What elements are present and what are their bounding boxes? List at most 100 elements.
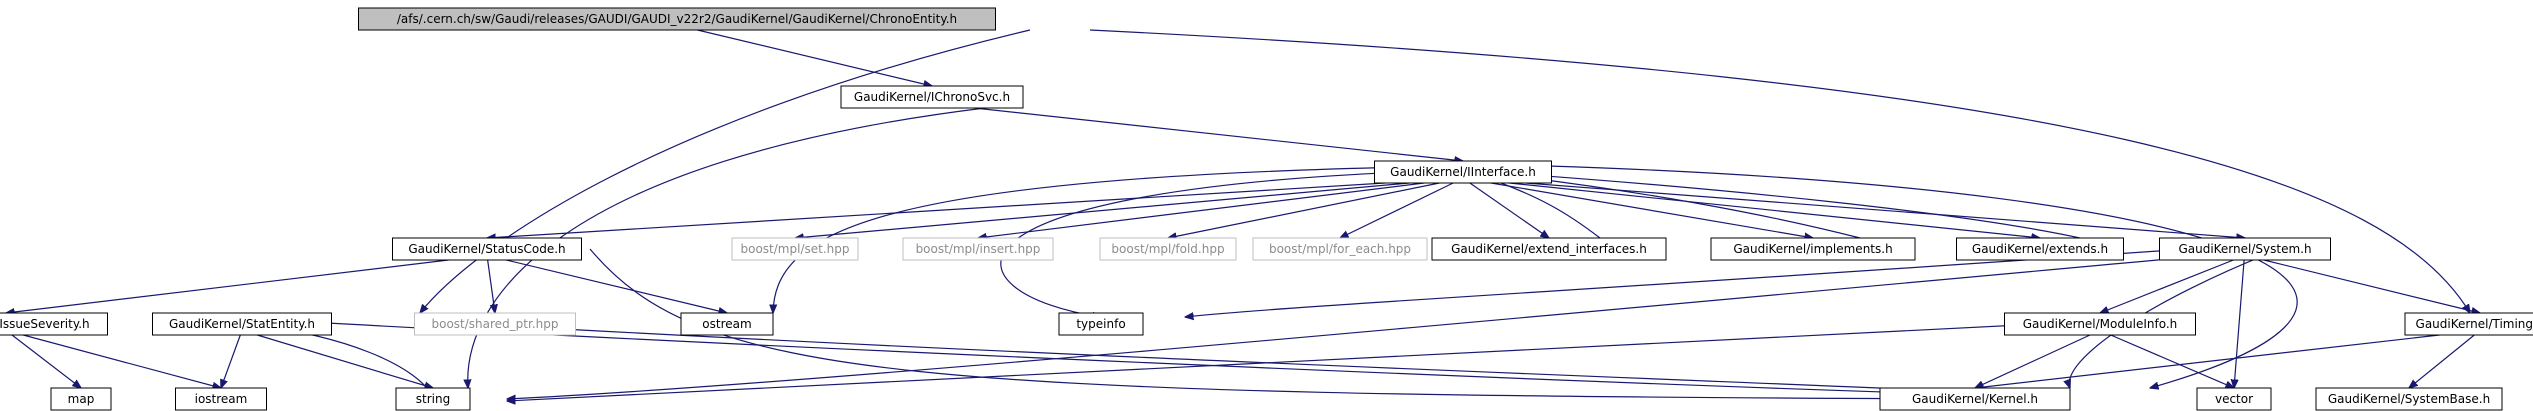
edge-n2-to-n7 bbox=[1340, 182, 1454, 238]
node-n20[interactable]: iostream bbox=[175, 387, 267, 411]
edge-n0-to-n18 bbox=[1089, 29, 2470, 313]
edge-n17-to-n22 bbox=[1975, 334, 2091, 388]
edge-n13-to-n21 bbox=[257, 334, 433, 388]
node-label: string bbox=[416, 392, 450, 406]
node-box bbox=[0, 312, 108, 336]
node-label: boost/shared_ptr.hpp bbox=[432, 317, 559, 331]
node-n23[interactable]: vector bbox=[2196, 387, 2272, 411]
edge-n2-to-n6 bbox=[1168, 182, 1440, 238]
edge-layer bbox=[6, 29, 2480, 401]
node-n10[interactable]: GaudiKernel/extends.h bbox=[1956, 237, 2124, 261]
edge-n10-to-n2 bbox=[1490, 172, 2081, 239]
node-box bbox=[731, 237, 859, 261]
node-n0[interactable]: /afs/.cern.ch/sw/Gaudi/releases/GAUDI/GA… bbox=[358, 7, 996, 31]
node-n13[interactable]: GaudiKernel/StatEntity.h bbox=[152, 312, 332, 336]
node-n1[interactable]: GaudiKernel/IChronoSvc.h bbox=[840, 85, 1024, 109]
node-box bbox=[50, 387, 112, 411]
edge-n3-to-n22 bbox=[589, 248, 1975, 399]
node-n9[interactable]: GaudiKernel/implements.h bbox=[1710, 237, 1916, 261]
node-n19[interactable]: map bbox=[50, 387, 112, 411]
node-box bbox=[152, 312, 332, 336]
edge-n2-to-n5 bbox=[978, 182, 1425, 238]
node-n8[interactable]: GaudiKernel/extend_interfaces.h bbox=[1431, 237, 1667, 261]
node-n7: boost/mpl/for_each.hpp bbox=[1252, 237, 1428, 261]
node-box bbox=[1252, 237, 1428, 261]
node-label: map bbox=[68, 392, 95, 406]
node-n15[interactable]: ostream bbox=[680, 312, 774, 336]
node-label: GaudiKernel/extends.h bbox=[1972, 242, 2108, 256]
edge-n2-to-n22 bbox=[1547, 165, 2298, 388]
edge-n11-to-n16 bbox=[1185, 244, 2246, 317]
node-box bbox=[1431, 237, 1667, 261]
node-label: GaudiKernel/Timing.h bbox=[2416, 317, 2533, 331]
node-n5: boost/mpl/insert.hpp bbox=[902, 237, 1054, 261]
edge-n11-to-n21 bbox=[507, 251, 2246, 399]
node-box bbox=[1099, 237, 1237, 261]
edge-n11-to-n18 bbox=[2263, 259, 2480, 313]
node-label: boost/mpl/for_each.hpp bbox=[1269, 242, 1411, 256]
node-label: GaudiKernel/SystemBase.h bbox=[2328, 392, 2490, 406]
edge-n0-to-n13 bbox=[420, 29, 1031, 313]
edge-n0-to-n1 bbox=[697, 29, 932, 86]
node-box bbox=[358, 7, 996, 31]
node-box bbox=[175, 387, 267, 411]
node-n18[interactable]: GaudiKernel/Timing.h bbox=[2404, 312, 2533, 336]
node-n2[interactable]: GaudiKernel/IInterface.h bbox=[1374, 160, 1552, 184]
node-box bbox=[414, 312, 576, 336]
edge-n18-to-n22 bbox=[1975, 334, 2440, 388]
node-n12[interactable]: GaudiKernel/IssueSeverity.h bbox=[0, 312, 108, 336]
node-n21[interactable]: string bbox=[395, 387, 471, 411]
node-box bbox=[902, 237, 1054, 261]
node-box bbox=[2196, 387, 2272, 411]
edge-n12-to-n20 bbox=[23, 334, 221, 388]
node-box bbox=[1710, 237, 1916, 261]
edge-n13-to-n22 bbox=[420, 320, 1975, 392]
node-label: boost/mpl/fold.hpp bbox=[1111, 242, 1224, 256]
edge-n3-to-n12 bbox=[6, 259, 449, 313]
node-n22[interactable]: GaudiKernel/Kernel.h bbox=[1879, 387, 2071, 411]
node-n17[interactable]: GaudiKernel/ModuleInfo.h bbox=[2004, 312, 2196, 336]
node-box bbox=[2404, 312, 2533, 336]
edge-n2-to-n8 bbox=[1469, 182, 1549, 238]
node-label: GaudiKernel/IInterface.h bbox=[1390, 165, 1536, 179]
node-label: boost/mpl/insert.hpp bbox=[916, 242, 1041, 256]
node-label: typeinfo bbox=[1076, 317, 1125, 331]
node-box bbox=[840, 85, 1024, 109]
edge-n1-to-n21 bbox=[468, 107, 986, 388]
edge-n3-to-n15 bbox=[506, 259, 727, 313]
node-box bbox=[680, 312, 774, 336]
node-box bbox=[395, 387, 471, 411]
edge-n2-to-n11 bbox=[1525, 182, 2245, 238]
node-label: GaudiKernel/IssueSeverity.h bbox=[0, 317, 90, 331]
edge-n18-to-n24 bbox=[2409, 334, 2475, 388]
node-label: iostream bbox=[195, 392, 248, 406]
node-label: GaudiKernel/implements.h bbox=[1733, 242, 1892, 256]
node-n24[interactable]: GaudiKernel/SystemBase.h bbox=[2315, 387, 2503, 411]
node-box bbox=[1956, 237, 2124, 261]
node-label: /afs/.cern.ch/sw/Gaudi/releases/GAUDI/GA… bbox=[397, 12, 957, 26]
edge-n2-to-n4 bbox=[795, 182, 1410, 238]
node-label: boost/mpl/set.hpp bbox=[741, 242, 850, 256]
node-box bbox=[2159, 237, 2331, 261]
edge-n2-to-n15 bbox=[773, 165, 1466, 313]
node-n16[interactable]: typeinfo bbox=[1058, 312, 1144, 336]
edge-n1-to-n2 bbox=[974, 107, 1463, 161]
node-label: vector bbox=[2215, 392, 2253, 406]
edge-n17-to-n23 bbox=[2110, 334, 2234, 388]
node-label: ostream bbox=[702, 317, 751, 331]
node-label: GaudiKernel/Kernel.h bbox=[1912, 392, 2038, 406]
node-box bbox=[1374, 160, 1552, 184]
node-box bbox=[392, 237, 582, 261]
edge-n13-to-n20 bbox=[221, 334, 241, 388]
node-label: GaudiKernel/StatusCode.h bbox=[408, 242, 565, 256]
edge-n11-to-n17 bbox=[2100, 259, 2234, 313]
node-box bbox=[2004, 312, 2196, 336]
node-n4: boost/mpl/set.hpp bbox=[731, 237, 859, 261]
node-n11[interactable]: GaudiKernel/System.h bbox=[2159, 237, 2331, 261]
node-n14: boost/shared_ptr.hpp bbox=[414, 312, 576, 336]
edge-n2-to-n10 bbox=[1509, 182, 2040, 238]
node-label: GaudiKernel/ModuleInfo.h bbox=[2023, 317, 2178, 331]
node-label: GaudiKernel/IChronoSvc.h bbox=[854, 90, 1010, 104]
node-n3[interactable]: GaudiKernel/StatusCode.h bbox=[392, 237, 582, 261]
